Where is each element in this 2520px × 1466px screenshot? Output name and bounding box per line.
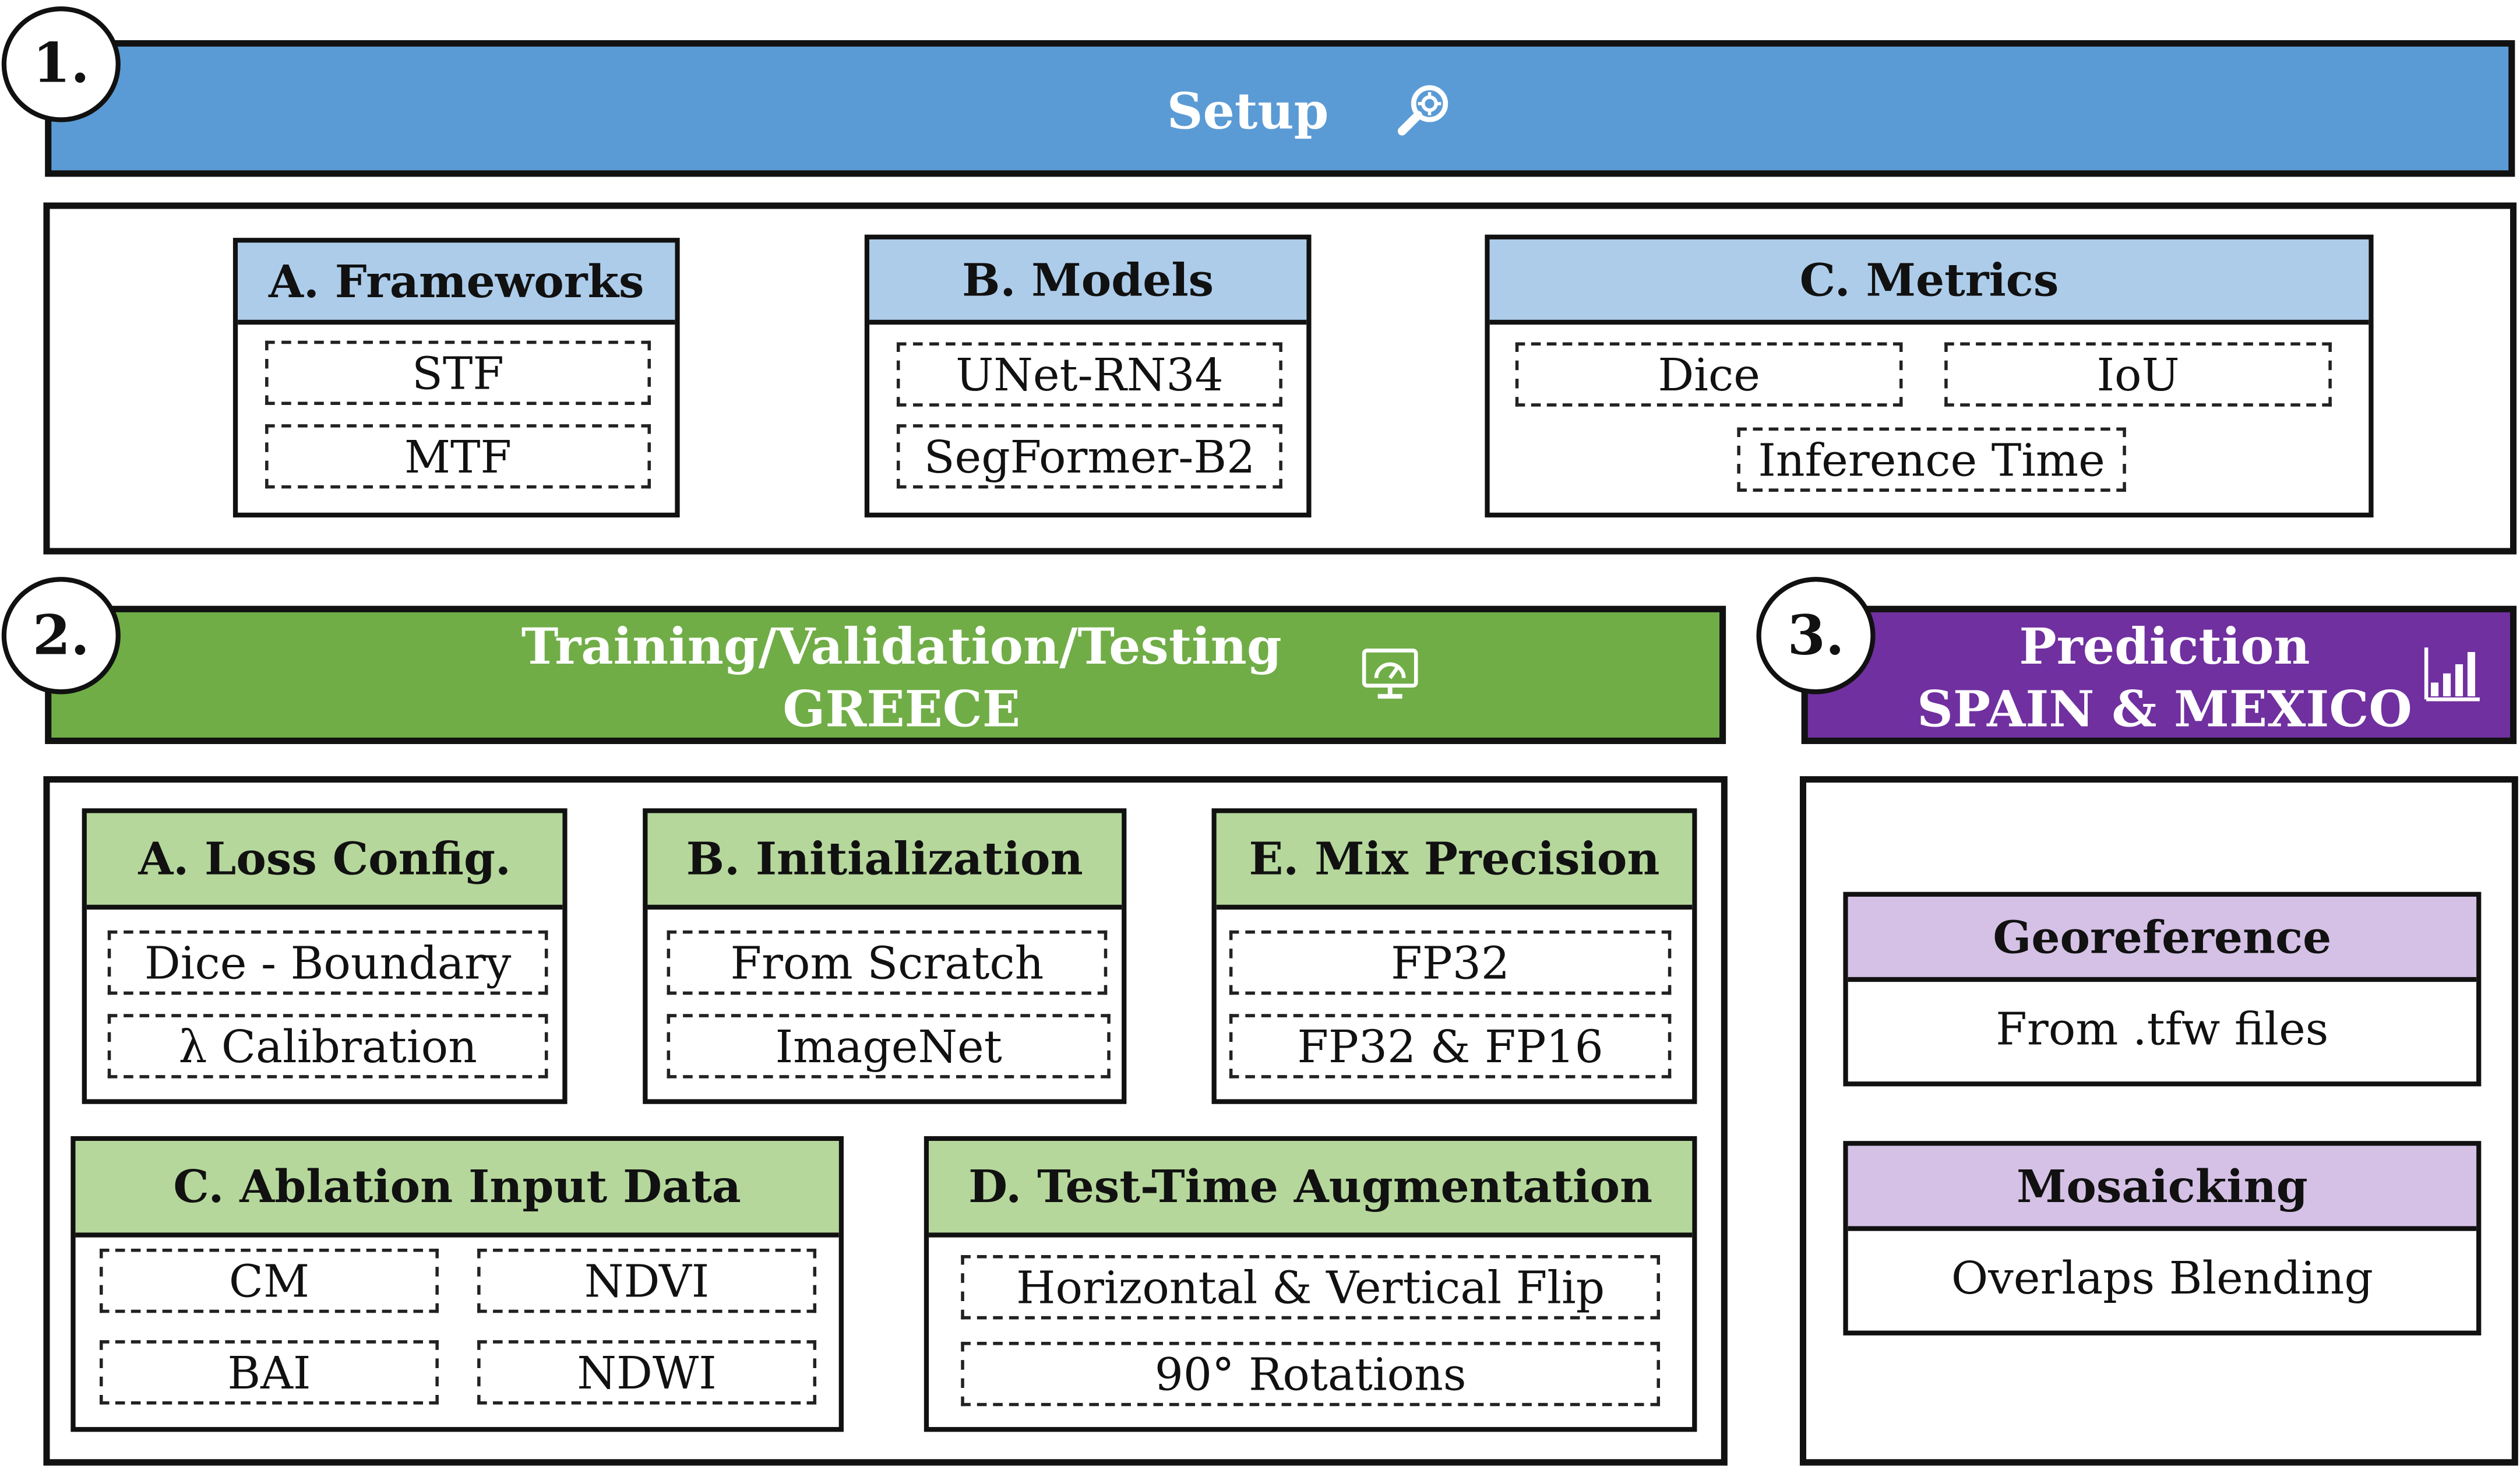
setup-title: Setup — [1166, 83, 1329, 142]
tta-card: D. Test-Time Augmentation Horizontal & V… — [924, 1136, 1697, 1432]
bar-chart-icon — [2424, 647, 2480, 702]
models-card-title: B. Models — [869, 239, 1307, 325]
initialization-card-title: B. Initialization — [647, 813, 1122, 910]
loss-config-card: A. Loss Config. Dice - Boundary λ Calibr… — [82, 808, 568, 1104]
metric-item-iou: IoU — [1944, 342, 2332, 407]
ablation-input-card-title: C. Ablation Input Data — [75, 1141, 839, 1238]
mix-precision-card-title: E. Mix Precision — [1216, 813, 1693, 910]
prediction-banner: Prediction SPAIN & MEXICO — [1801, 605, 2517, 744]
mix-precision-card: E. Mix Precision FP32 FP32 & FP16 — [1211, 808, 1697, 1104]
framework-item-stf: STF — [265, 340, 651, 406]
frameworks-card: A. Frameworks STF MTF — [232, 238, 680, 518]
training-title-line2: GREECE — [783, 681, 1021, 739]
loss-item-lambda-calibration: λ Calibration — [107, 1014, 548, 1079]
prediction-panel — [1799, 776, 2518, 1466]
framework-item-mtf: MTF — [265, 424, 651, 489]
mosaicking-card-title: Mosaicking — [1848, 1146, 2477, 1231]
precision-item-fp32: FP32 — [1229, 930, 1672, 995]
loss-config-card-title: A. Loss Config. — [86, 813, 563, 910]
georeference-item: From .tfw files — [1996, 1002, 2329, 1056]
mosaicking-card: Mosaicking Overlaps Blending — [1843, 1141, 2482, 1335]
georeference-card-title: Georeference — [1848, 896, 2477, 982]
training-title-line1: Training/Validation/Testing — [521, 618, 1282, 677]
tta-item-rotations: 90° Rotations — [961, 1341, 1661, 1407]
tta-item-flip: Horizontal & Vertical Flip — [961, 1254, 1661, 1320]
mosaicking-item: Overlaps Blending — [1951, 1252, 2373, 1305]
init-item-imagenet: ImageNet — [667, 1014, 1111, 1079]
precision-item-fp32-fp16: FP32 & FP16 — [1229, 1014, 1672, 1079]
step-3-badge: 3. — [1756, 577, 1876, 695]
monitor-gauge-icon — [1362, 649, 1418, 699]
prediction-title-line2: SPAIN & MEXICO — [1917, 681, 2412, 739]
frameworks-card-title: A. Frameworks — [238, 242, 675, 325]
initialization-card: B. Initialization From Scratch ImageNet — [643, 808, 1127, 1104]
prediction-title-line1: Prediction — [2019, 618, 2310, 677]
tta-card-title: D. Test-Time Augmentation — [929, 1141, 1693, 1238]
setup-banner: Setup — [45, 40, 2515, 177]
metric-item-dice: Dice — [1515, 342, 1903, 407]
metrics-card-title: C. Metrics — [1489, 239, 2369, 325]
metric-item-inference-time: Inference Time — [1737, 427, 2126, 492]
ablation-item-ndvi: NDVI — [477, 1248, 817, 1313]
loss-item-dice-boundary: Dice - Boundary — [107, 930, 548, 995]
magnifier-gear-icon — [1397, 85, 1448, 136]
georeference-card: Georeference From .tfw files — [1843, 891, 2482, 1087]
ablation-item-ndwi: NDWI — [477, 1340, 817, 1405]
step-1-badge: 1. — [1, 6, 121, 122]
model-item-unet: UNet-RN34 — [896, 342, 1282, 407]
metrics-card: C. Metrics Dice IoU Inference Time — [1485, 234, 2374, 518]
models-card: B. Models UNet-RN34 SegFormer-B2 — [864, 234, 1312, 518]
training-banner: Training/Validation/Testing GREECE — [45, 605, 1726, 744]
ablation-item-cm: CM — [99, 1248, 439, 1313]
ablation-item-bai: BAI — [99, 1340, 439, 1405]
init-item-from-scratch: From Scratch — [667, 930, 1108, 995]
ablation-input-card: C. Ablation Input Data CM NDVI BAI NDWI — [71, 1136, 844, 1432]
step-2-badge: 2. — [1, 577, 121, 695]
model-item-segformer: SegFormer-B2 — [896, 424, 1282, 489]
